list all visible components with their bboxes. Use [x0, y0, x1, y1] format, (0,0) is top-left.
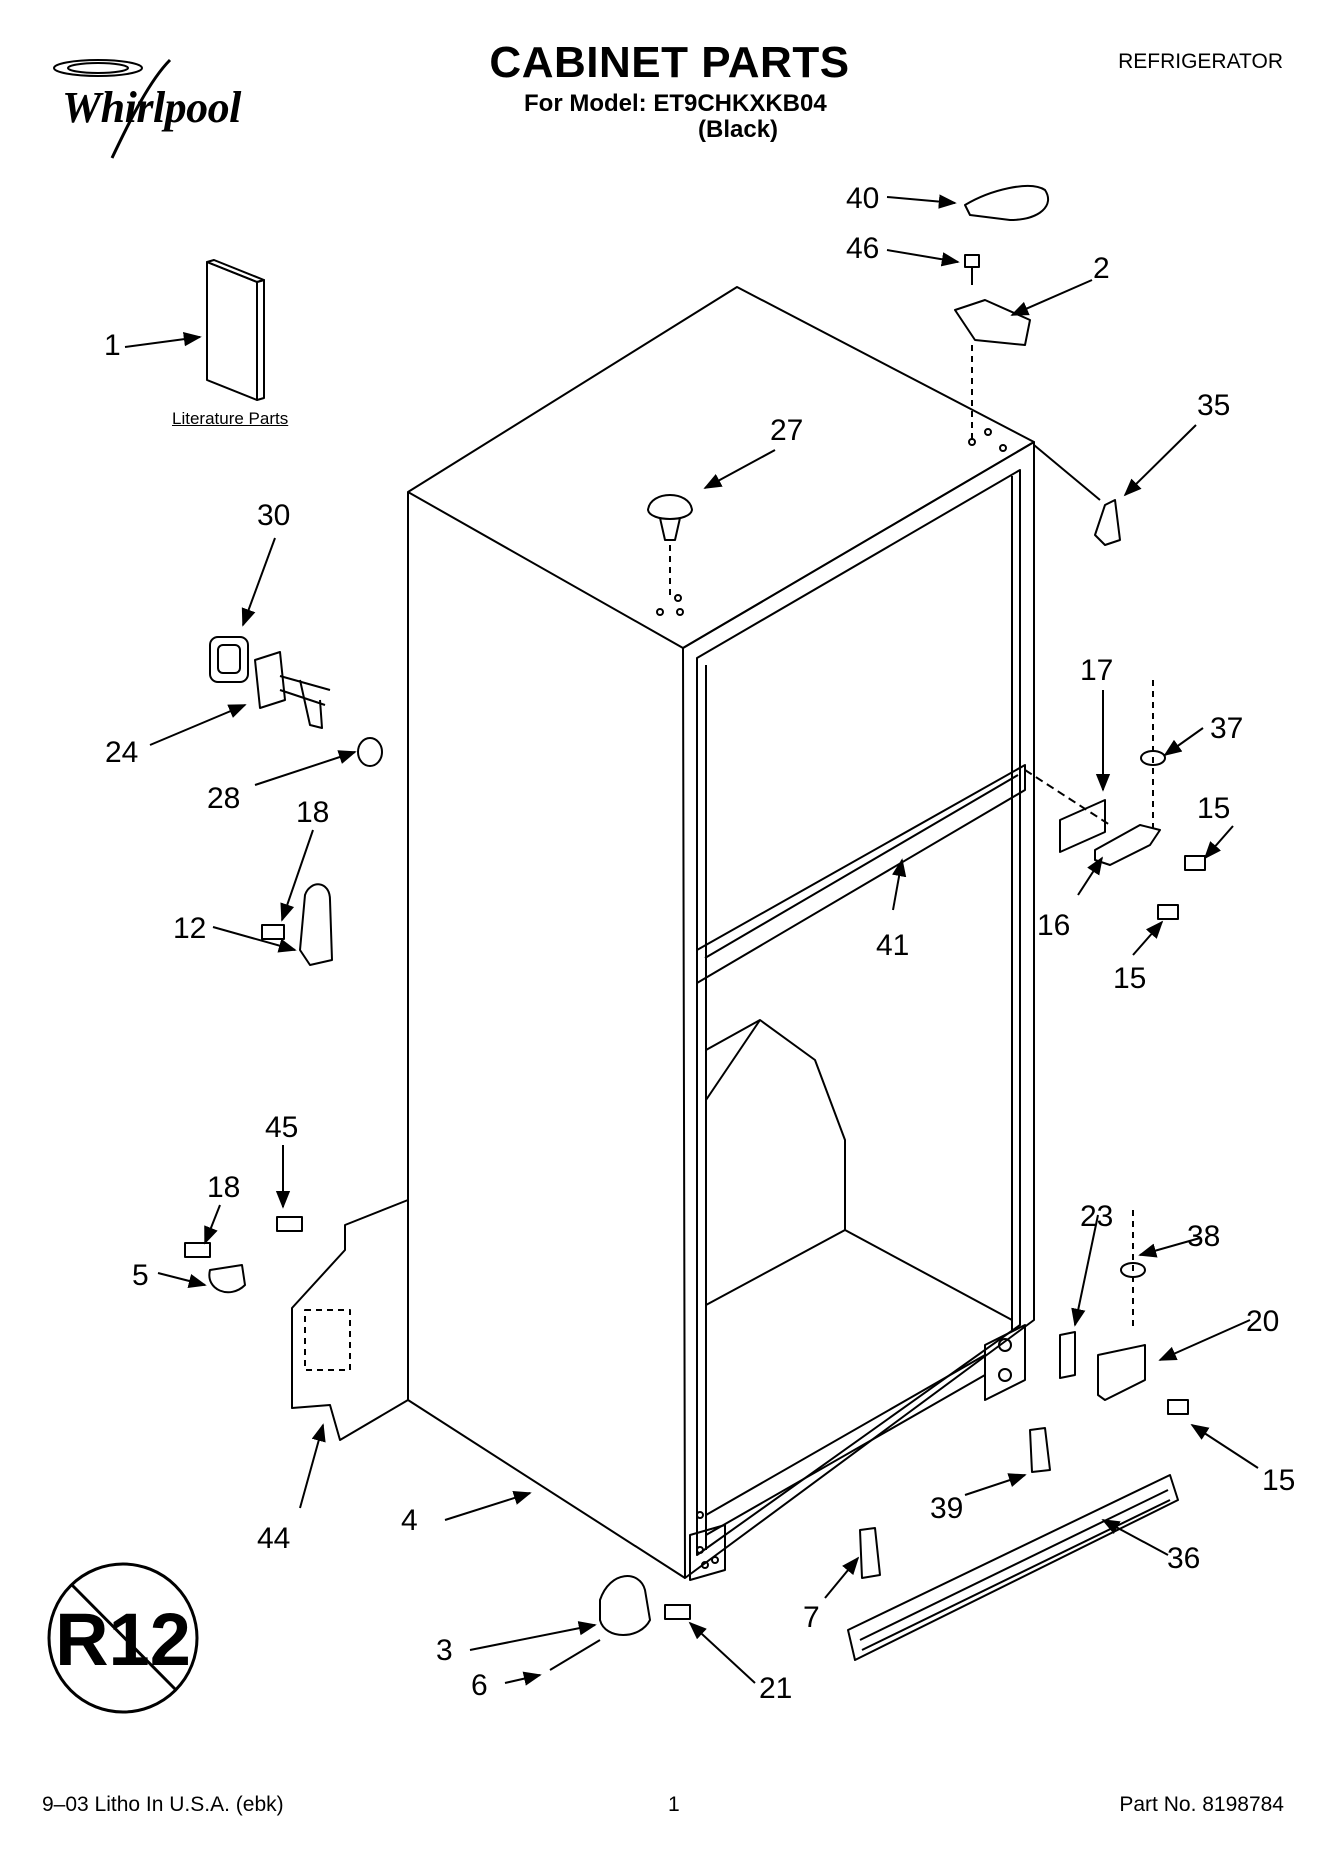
- toe-grille: [847, 1474, 1179, 1661]
- grille-clip-39: [1029, 1427, 1051, 1473]
- callout-7: 7: [803, 1601, 820, 1634]
- bottom-hinge-shim: [1059, 1331, 1076, 1379]
- color-line: (Black): [698, 116, 779, 143]
- callout-41: 41: [876, 929, 909, 962]
- roller-pin: [549, 1639, 601, 1671]
- center-hinge-bracket: [1059, 799, 1106, 853]
- callout-30: 30: [257, 499, 290, 532]
- callout-28: 28: [207, 782, 240, 815]
- hinge-cap: [964, 184, 1050, 221]
- literature-booklet: [206, 259, 265, 401]
- callout-27: 27: [770, 414, 803, 447]
- model-line: For Model: ET9CHKXKB04: [524, 90, 827, 117]
- callout-38: 38: [1187, 1220, 1220, 1253]
- hinge-screw-c: [1167, 1399, 1189, 1415]
- hinge-screw: [964, 254, 980, 285]
- screw-45: [276, 1216, 303, 1232]
- callout-16: 16: [1037, 909, 1070, 942]
- grille-clip-7: [859, 1527, 881, 1579]
- callout-3: 3: [436, 1634, 453, 1667]
- callout-24: 24: [105, 736, 138, 769]
- callout-46: 46: [846, 232, 879, 265]
- callout-36: 36: [1167, 1542, 1200, 1575]
- tubing-clamp: [208, 1264, 246, 1294]
- bushing: [209, 636, 249, 683]
- screw-18: [184, 1242, 211, 1258]
- callout-1: 1: [104, 329, 121, 362]
- callout-4: 4: [401, 1504, 418, 1537]
- washer: [357, 737, 383, 767]
- callout-45: 45: [265, 1111, 298, 1144]
- roller-screw: [664, 1604, 691, 1620]
- hinge-screw-b: [1157, 904, 1179, 920]
- category-label: REFRIGERATOR: [1118, 50, 1283, 73]
- latch-bracket: [261, 883, 333, 966]
- callout-15-upper: 15: [1197, 792, 1230, 825]
- top-plug: [647, 494, 693, 541]
- hinge-pin: [254, 651, 331, 729]
- refrigerator-cabinet: [407, 286, 1035, 1581]
- callout-18-lower: 18: [207, 1171, 240, 1204]
- callout-44: 44: [257, 1522, 290, 1555]
- callout-40: 40: [846, 182, 879, 215]
- footer-page-number: 1: [668, 1793, 680, 1816]
- callout-20: 20: [1246, 1305, 1279, 1338]
- footer-litho: 9–03 Litho In U.S.A. (ebk): [42, 1793, 284, 1816]
- roller-assembly: [599, 1575, 651, 1636]
- whirlpool-swirl-icon: [53, 58, 172, 159]
- callout-2: 2: [1093, 252, 1110, 285]
- callout-18-upper: 18: [296, 796, 329, 829]
- literature-parts-label: Literature Parts: [172, 409, 289, 428]
- r12-badge-text: R12: [55, 1598, 191, 1681]
- callout-35: 35: [1197, 389, 1230, 422]
- callout-21: 21: [759, 1672, 792, 1705]
- callout-6: 6: [471, 1669, 488, 1702]
- callout-39: 39: [930, 1492, 963, 1525]
- callout-23: 23: [1080, 1200, 1113, 1233]
- top-hinge: [954, 299, 1031, 346]
- callout-5: 5: [132, 1259, 149, 1292]
- callout-15-middle: 15: [1113, 962, 1146, 995]
- bottom-hinge: [1097, 1344, 1146, 1401]
- r12-no-cfc-badge: R12: [47, 1562, 199, 1714]
- whirlpool-logo: Whirlpool: [62, 83, 241, 132]
- hinge-screw-a: [1184, 855, 1206, 871]
- callout-15-lower: 15: [1262, 1464, 1295, 1497]
- callout-17: 17: [1080, 654, 1113, 687]
- rear-access-plate: [291, 1199, 409, 1441]
- page-title: CABINET PARTS: [489, 38, 850, 87]
- callout-37: 37: [1210, 712, 1243, 745]
- footer-part-number: Part No. 8198784: [1119, 1793, 1284, 1816]
- callout-12: 12: [173, 912, 206, 945]
- door-stop-clip: [1094, 499, 1121, 546]
